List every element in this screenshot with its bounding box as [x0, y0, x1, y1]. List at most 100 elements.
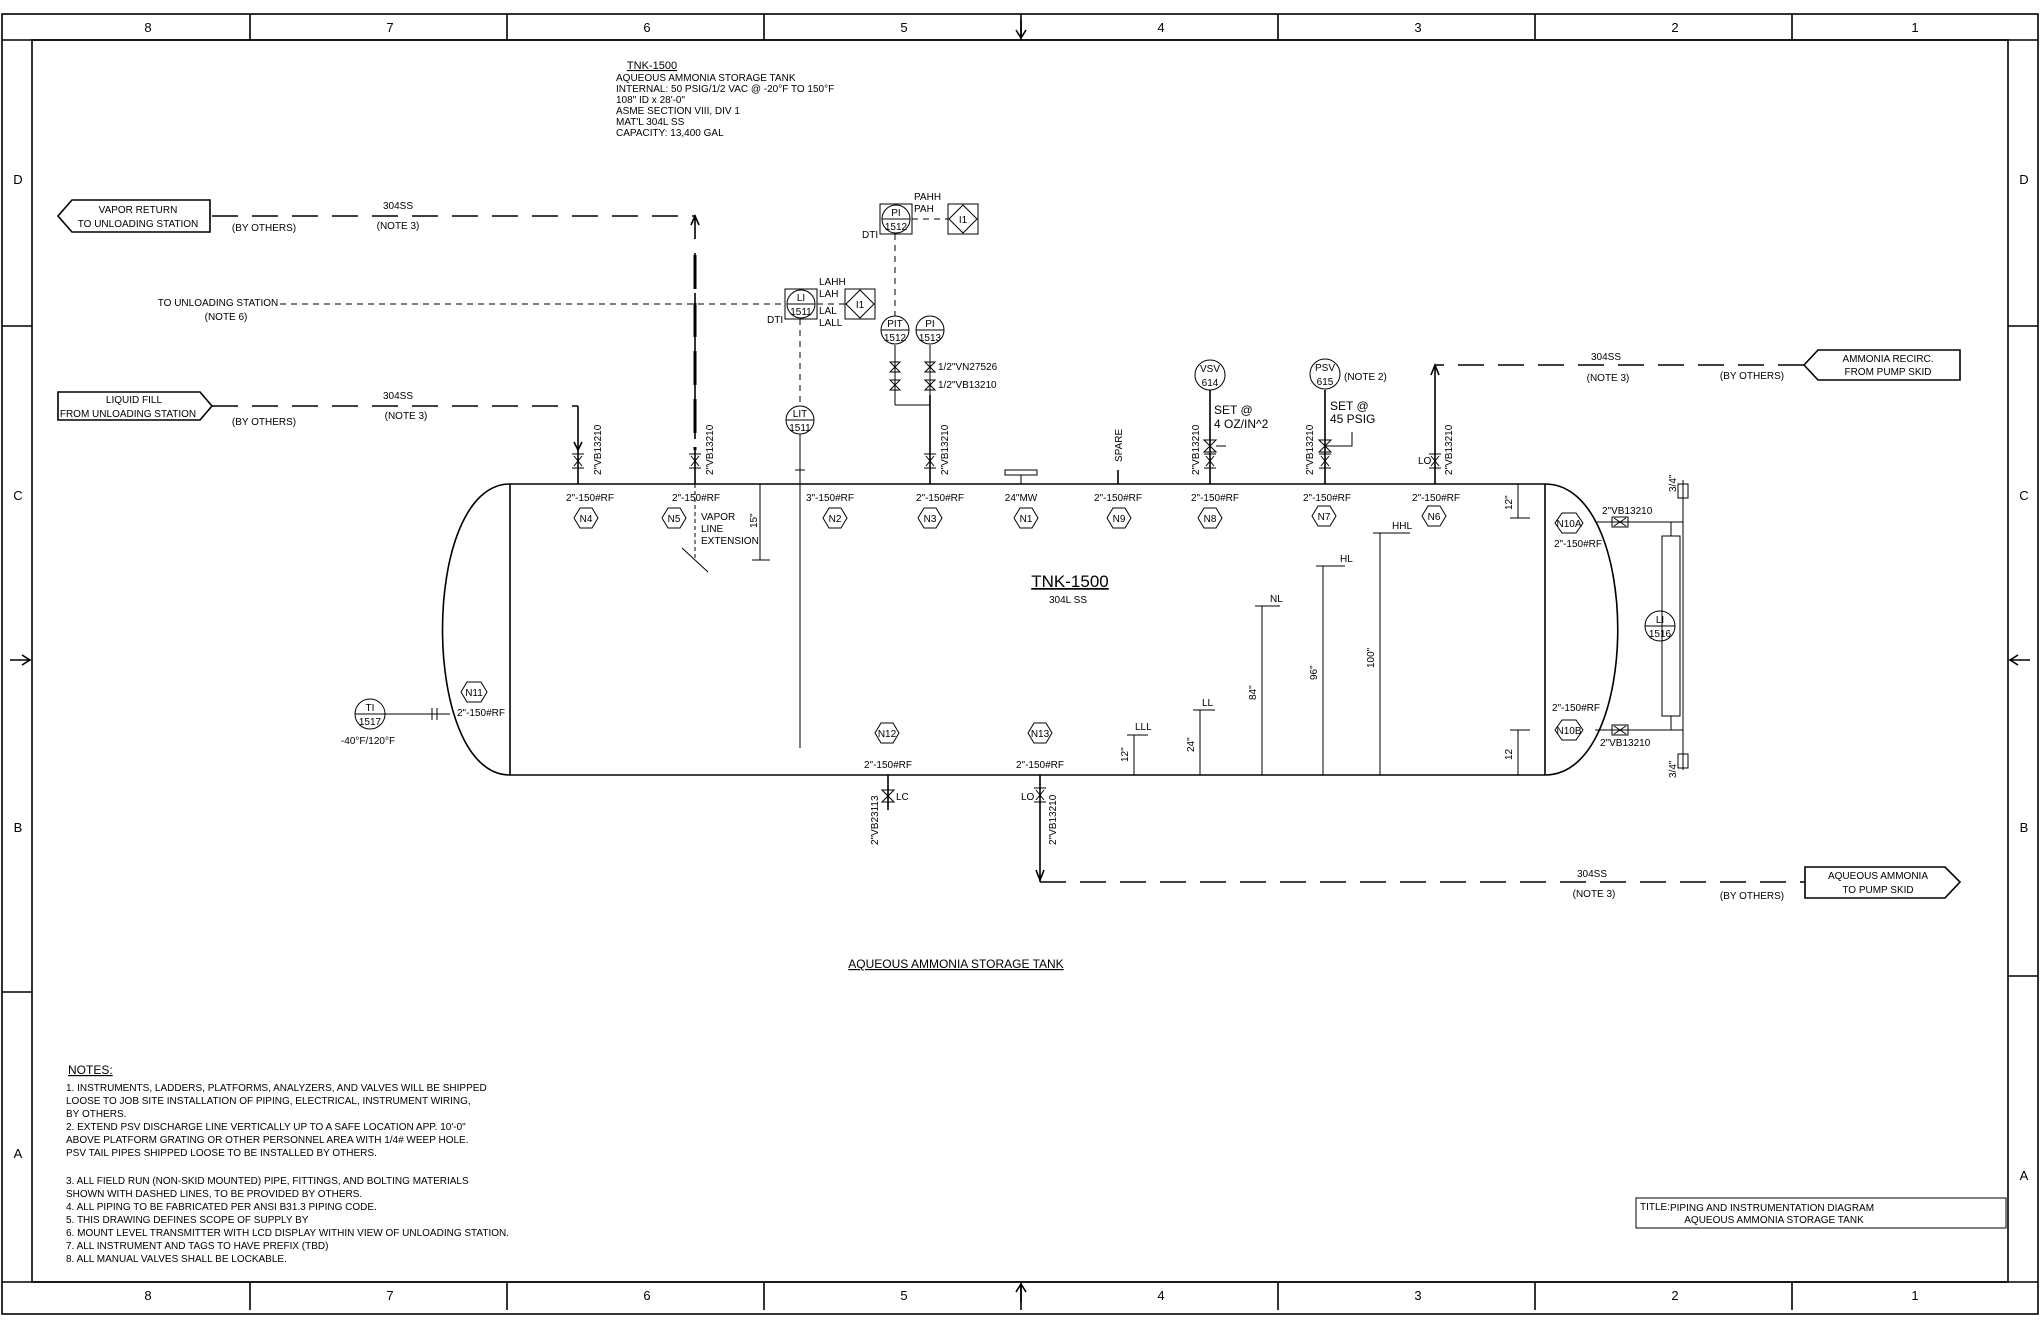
- dim-label: 3/4": [1668, 474, 1679, 492]
- tag-letters: PIT: [887, 319, 903, 330]
- tag-number: 1516: [1649, 629, 1672, 640]
- note-ref-label: (NOTE 3): [1587, 373, 1630, 384]
- nozzle-tag-n13[interactable]: N13: [1027, 722, 1053, 744]
- note-line: LOOSE TO JOB SITE INSTALLATION OF PIPING…: [66, 1096, 471, 1107]
- instrument-vsv-614[interactable]: VSV 614: [1194, 359, 1226, 391]
- nozzle-size: 2"-150#RF: [1191, 493, 1239, 504]
- title-line2: AQUEOUS AMMONIA STORAGE TANK: [1684, 1215, 1864, 1226]
- dti-label: DTI: [767, 315, 783, 326]
- valve-icon[interactable]: [1611, 724, 1629, 736]
- note-line: 5. THIS DRAWING DEFINES SCOPE OF SUPPLY …: [66, 1215, 309, 1226]
- drain-valve-icon[interactable]: [1677, 753, 1689, 769]
- relief-valve-icon[interactable]: [1317, 439, 1333, 453]
- tag-number: 1512: [884, 333, 907, 344]
- alarm-label: LAH: [819, 289, 838, 300]
- valve-tag: 2"VB13210: [1305, 424, 1316, 475]
- valve-icon[interactable]: [1319, 453, 1331, 469]
- dim-label: 12": [1120, 747, 1131, 762]
- instrument-pit-1512[interactable]: PIT 1512: [880, 315, 910, 345]
- note-line: 7. ALL INSTRUMENT AND TAGS TO HAVE PREFI…: [66, 1241, 328, 1252]
- nozzle-tag-text: N13: [1031, 729, 1050, 740]
- offpage-aqueous-out[interactable]: AQUEOUS AMMONIA TO PUMP SKID: [1804, 866, 1962, 899]
- row-label-left: D: [13, 172, 22, 187]
- vapor-ext-line: VAPOR: [701, 512, 735, 523]
- nozzle-size: 2"-150#RF: [457, 708, 505, 719]
- instrument-psv-615[interactable]: PSV 615: [1309, 358, 1341, 390]
- nozzle-size-labels: 2"-150#RF 2"-150#RF 3"-150#RF 2"-150#RF …: [457, 493, 1602, 771]
- interlock-tag: I1: [856, 300, 865, 311]
- alarm-label: LALL: [819, 318, 843, 329]
- nozzle-tag-n11[interactable]: N11: [460, 681, 488, 703]
- note-line: ABOVE PLATFORM GRATING OR OTHER PERSONNE…: [66, 1135, 469, 1146]
- instrument-li-1516[interactable]: LI 1516: [1644, 610, 1676, 642]
- nozzle-tag-n2[interactable]: N2: [822, 507, 848, 529]
- offpage-vapor-return[interactable]: VAPOR RETURN TO UNLOADING STATION: [56, 199, 211, 233]
- dim-label: 84": [1248, 685, 1259, 700]
- valve-icon[interactable]: [689, 453, 701, 469]
- nozzle-size: 2"-150#RF: [672, 493, 720, 504]
- spec-line: CAPACITY: 13,400 GAL: [616, 128, 724, 139]
- nozzle-size: 2"-150#RF: [1016, 760, 1064, 771]
- nozzle-tag-n3[interactable]: N3: [917, 507, 943, 529]
- valve-icon[interactable]: [1611, 516, 1629, 528]
- nozzle-tag-n8[interactable]: N8: [1197, 507, 1223, 529]
- nozzle-tag-n10b[interactable]: N10B: [1554, 719, 1584, 741]
- spec-line: AQUEOUS AMMONIA STORAGE TANK: [616, 73, 796, 84]
- nozzle-tag-text: N10B: [1556, 726, 1581, 737]
- valve-icon[interactable]: [924, 453, 936, 469]
- dim-label: 12: [1504, 748, 1515, 760]
- spec-line: ASME SECTION VIII, DIV 1: [616, 106, 740, 117]
- note-line: 4. ALL PIPING TO BE FABRICATED PER ANSI …: [66, 1202, 377, 1213]
- vapor-line-extension: VAPOR LINE EXTENSION 15": [681, 484, 770, 573]
- nozzle-size: 3"-150#RF: [806, 493, 854, 504]
- locked-valve-icon[interactable]: [880, 789, 896, 803]
- valve-icon[interactable]: [572, 453, 584, 469]
- nozzle-tag-n9[interactable]: N9: [1106, 507, 1132, 529]
- col-label-bottom: 1: [1911, 1288, 1918, 1303]
- row-label-right: A: [2020, 1168, 2029, 1183]
- title-line1: PIPING AND INSTRUMENTATION DIAGRAM: [1670, 1203, 1874, 1214]
- instrument-pi-1513[interactable]: PI 1513: [915, 315, 945, 345]
- nozzle-tag-n1[interactable]: N1: [1013, 507, 1039, 529]
- valve-icon[interactable]: [1429, 453, 1441, 469]
- col-label-bottom: 3: [1414, 1288, 1421, 1303]
- tag-letters: PI: [891, 208, 900, 219]
- valve-tags: 2"VB13210 2"VB13210 2"VB13210 SPARE 2"VB…: [593, 424, 1653, 845]
- interlock-i1-mid[interactable]: I1: [844, 288, 876, 320]
- valve-tag: 2"VB13210: [1602, 506, 1653, 517]
- instrument-ti-1517[interactable]: TI 1517: [354, 698, 386, 730]
- tag-letters: LIT: [793, 409, 807, 420]
- nozzle-tag-n7[interactable]: N7: [1311, 505, 1337, 527]
- needle-valve-icon[interactable]: [888, 361, 902, 391]
- nozzle-tag-n12[interactable]: N12: [874, 722, 900, 744]
- valve-tag: 2"VB13210: [1444, 424, 1455, 475]
- instrument-lit-1511[interactable]: LIT 1511: [785, 405, 815, 435]
- valve-icon[interactable]: [1204, 453, 1216, 469]
- dim-label: 3/4": [1668, 760, 1679, 778]
- nozzle-tag-n10a[interactable]: N10A: [1554, 512, 1584, 534]
- nozzle-tag-text: N3: [924, 514, 937, 525]
- nozzle-size: 24"MW: [1005, 493, 1038, 504]
- setpoint-label: SET @: [1330, 399, 1369, 413]
- vent-valve-icon[interactable]: [1677, 483, 1689, 499]
- needle-valve-icon[interactable]: [923, 361, 937, 391]
- nozzle-tag-n5[interactable]: N5: [661, 507, 687, 529]
- valve-tag: 2"VB13210: [1600, 738, 1651, 749]
- offpage-line1: VAPOR RETURN: [99, 205, 178, 216]
- spec-line: MAT'L 304L SS: [616, 117, 685, 128]
- row-label-left: C: [13, 488, 22, 503]
- valve-icon[interactable]: [1034, 787, 1046, 803]
- interlock-i1-top[interactable]: I1: [947, 203, 979, 235]
- offpage-ammonia-recirc[interactable]: AMMONIA RECIRC. FROM PUMP SKID: [1802, 349, 1961, 381]
- nozzle-size: 2"-150#RF: [1303, 493, 1351, 504]
- offpage-line2: TO UNLOADING STATION: [78, 219, 199, 230]
- instrument-pi-1512[interactable]: PI 1512: [879, 203, 913, 235]
- offpage-liquid-fill[interactable]: LIQUID FILL FROM UNLOADING STATION: [57, 391, 214, 421]
- instrument-li-1511[interactable]: LI 1511: [784, 288, 818, 320]
- nozzle-tag-n4[interactable]: N4: [573, 507, 599, 529]
- vacuum-valve-icon[interactable]: [1202, 439, 1226, 453]
- col-label-bottom: 5: [900, 1288, 907, 1303]
- notes-heading: NOTES:: [68, 1063, 113, 1077]
- by-others-label: (BY OTHERS): [1720, 891, 1784, 902]
- nozzle-tag-n6[interactable]: N6: [1421, 505, 1447, 527]
